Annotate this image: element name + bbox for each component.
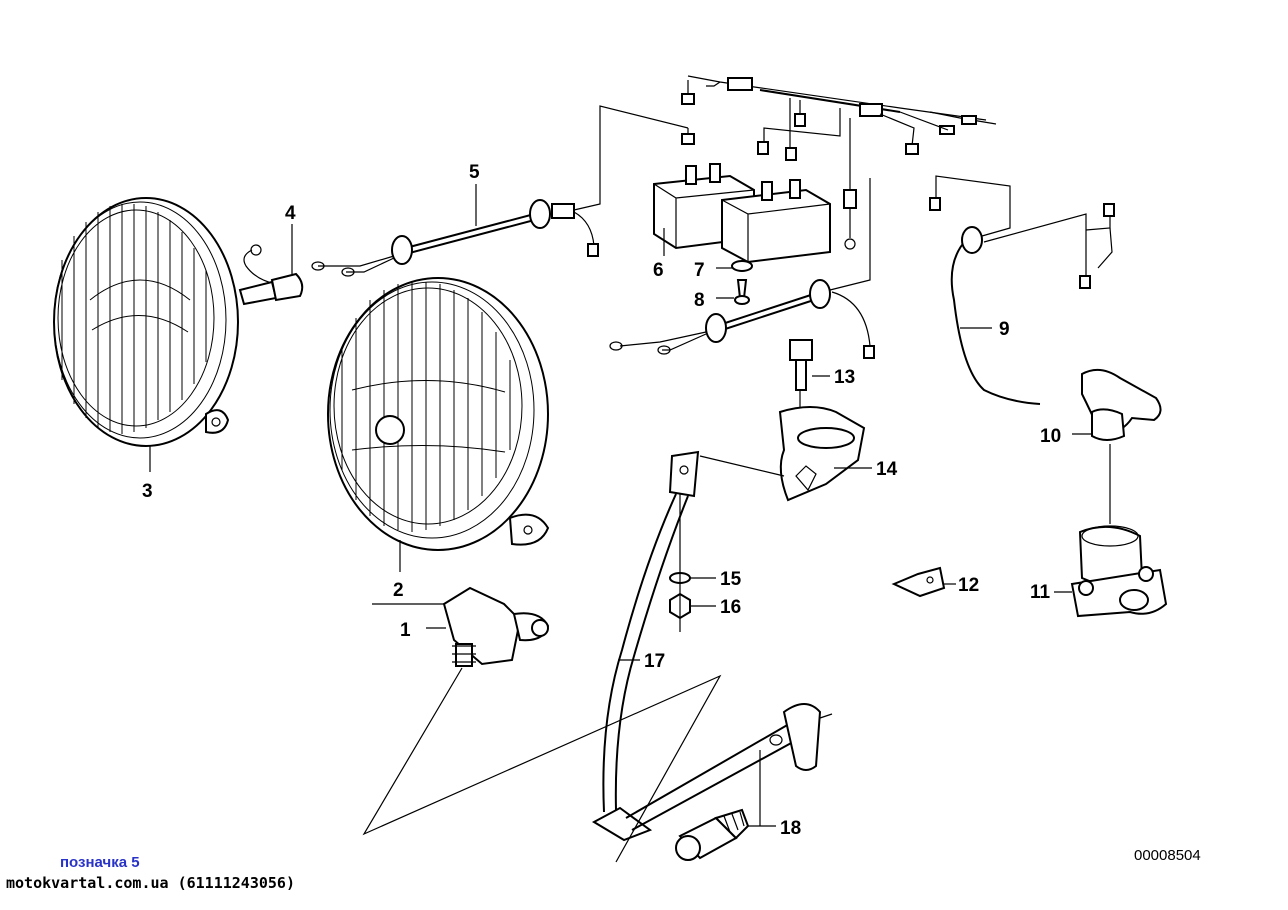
wiring-harness-part-5[interactable] — [311, 105, 689, 277]
screw-part-8[interactable] — [716, 279, 750, 305]
bracket-part-14[interactable] — [778, 406, 872, 502]
clip-part-12[interactable] — [891, 566, 956, 598]
callout-12: 12 — [958, 575, 979, 596]
callout-10: 10 — [1040, 426, 1061, 447]
site-watermark: motokvartal.com.ua (61111243056) — [6, 874, 295, 892]
assembly-guide-lines — [362, 667, 722, 863]
headlight-left-part-3[interactable] — [53, 197, 239, 472]
callout-2: 2 — [393, 580, 404, 601]
switch-housing-part-11[interactable] — [1054, 525, 1168, 618]
bolt-part-18[interactable] — [675, 750, 776, 861]
callout-7: 7 — [694, 260, 705, 281]
switch-cable-part-9[interactable] — [929, 175, 1115, 405]
nut-part-16[interactable] — [669, 490, 716, 632]
callout-14: 14 — [876, 459, 898, 480]
callout-11: 11 — [1030, 582, 1051, 603]
callout-3: 3 — [142, 481, 153, 502]
callout-13: 13 — [834, 367, 855, 388]
washer-part-7[interactable] — [716, 260, 753, 272]
relay-part-6[interactable] — [653, 163, 831, 264]
callout-1: 1 — [400, 620, 411, 641]
headlight-main-part-2[interactable] — [327, 277, 550, 572]
drawing-number: 00008504 — [1134, 847, 1201, 864]
callout-15: 15 — [720, 569, 742, 590]
switch-knob-part-10[interactable] — [1072, 368, 1162, 524]
callout-6: 6 — [653, 260, 664, 281]
callout-9: 9 — [999, 319, 1010, 340]
socket-part-1[interactable] — [372, 586, 550, 667]
callout-4: 4 — [285, 203, 296, 224]
callout-16: 16 — [720, 597, 741, 618]
mounting-stay-part-17[interactable] — [591, 450, 833, 842]
callout-18: 18 — [780, 818, 801, 839]
callout-8: 8 — [694, 290, 705, 311]
bulb-part-4[interactable] — [238, 224, 304, 306]
callout-17: 17 — [644, 651, 665, 672]
lower-wiring-harness[interactable] — [609, 178, 875, 359]
bolt-part-13[interactable] — [789, 339, 830, 412]
callout-labels: 1 2 3 4 5 6 7 8 9 10 11 12 13 14 15 16 1… — [142, 162, 1061, 839]
washer-part-15[interactable] — [669, 572, 716, 584]
main-wiring-loom[interactable] — [681, 75, 997, 250]
callout-5: 5 — [469, 162, 480, 183]
badge-label: позначка 5 — [60, 854, 140, 871]
